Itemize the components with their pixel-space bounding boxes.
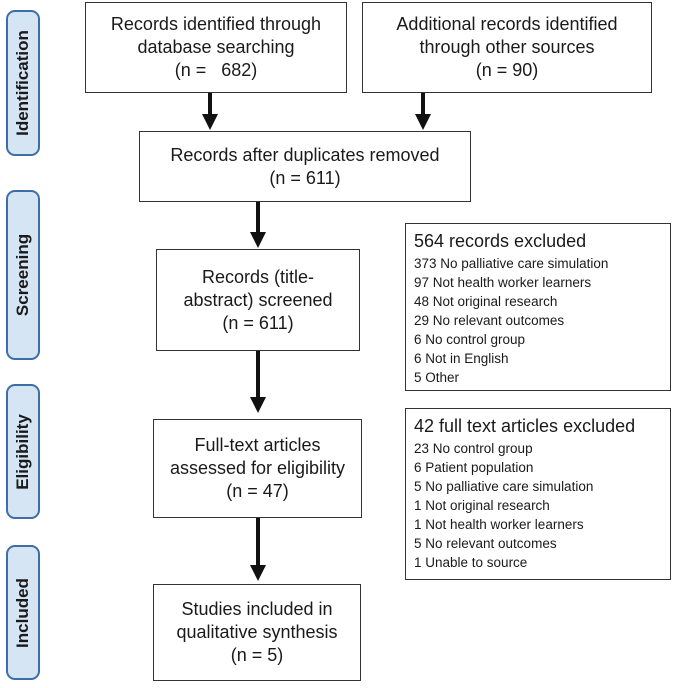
fulltext-excluded-reasons: 23 No control group 6 Patient population… (414, 439, 662, 572)
fulltext-assessed-box: Full-text articles assessed for eligibil… (153, 419, 362, 518)
database-records-line-2: database searching (137, 37, 295, 57)
fulltext-excluded-reason: 5 No palliative care simulation (414, 479, 594, 494)
studies-included-count: (n = 5) (230, 645, 284, 665)
fulltext-excluded-reason: 1 Unable to source (414, 555, 528, 570)
screened-box: Records (title- abstract) screened (n = … (156, 249, 360, 351)
fulltext-assessed-count: (n = 47) (226, 481, 289, 501)
fulltext-excluded-reason: 1 Not health worker learners (414, 517, 584, 532)
screened-line-1: Records (title- (201, 266, 315, 287)
other-sources-box: Additional records identified through ot… (362, 2, 652, 93)
studies-included-box: Studies included in qualitative synthesi… (153, 584, 361, 681)
phase-eligibility: Eligibility (6, 384, 40, 519)
fulltext-excluded-reason: 5 No relevant outcomes (414, 536, 557, 551)
duplicates-removed-count: (n = 611) (269, 167, 341, 188)
fulltext-assessed-line-2: assessed for eligibility (169, 458, 346, 478)
phase-identification: Identification (6, 10, 40, 156)
fulltext-excluded-reason: 1 Not original research (414, 498, 550, 513)
studies-included-line-1: Studies included in (181, 599, 333, 619)
other-sources-count: (n = 90) (475, 60, 539, 80)
duplicates-removed-box: Records after duplicates removed (n = 61… (139, 131, 471, 202)
records-excluded-reason: 29 No relevant outcomes (414, 313, 565, 328)
fulltext-excluded-heading: 42 full text articles excluded (414, 416, 636, 436)
phase-included: Included (6, 545, 40, 680)
phase-screening: Screening (6, 190, 40, 360)
screened-line-2: abstract) screened (183, 289, 333, 310)
other-sources-line-1: Additional records identified (396, 14, 618, 34)
fulltext-excluded-box: 42 full text articles excluded 23 No con… (405, 408, 671, 580)
other-sources-line-2: through other sources (419, 37, 595, 57)
records-excluded-reason: 6 Not in English (414, 351, 509, 366)
records-excluded-reason: 5 Other (414, 370, 460, 385)
studies-included-line-2: qualitative synthesis (176, 622, 338, 642)
database-records-line-1: Records identified through (110, 14, 322, 34)
fulltext-excluded-reason: 23 No control group (414, 441, 533, 456)
fulltext-assessed-line-1: Full-text articles (194, 435, 321, 455)
records-excluded-reason: 6 No control group (414, 332, 526, 347)
records-excluded-reason: 373 No palliative care simulation (414, 256, 609, 271)
duplicates-removed-line-1: Records after duplicates removed (170, 144, 440, 165)
fulltext-excluded-reason: 6 Patient population (414, 460, 534, 475)
records-excluded-reason: 97 Not health worker learners (414, 275, 592, 290)
records-excluded-box: 564 records excluded 373 No palliative c… (405, 223, 671, 391)
database-records-count: (n = 682) (174, 60, 258, 80)
records-excluded-reason: 48 Not original research (414, 294, 558, 309)
database-records-box: Records identified through database sear… (85, 2, 347, 93)
records-excluded-reasons: 373 No palliative care simulation 97 Not… (414, 254, 662, 387)
records-excluded-heading: 564 records excluded (414, 231, 587, 251)
screened-count: (n = 611) (222, 312, 294, 333)
